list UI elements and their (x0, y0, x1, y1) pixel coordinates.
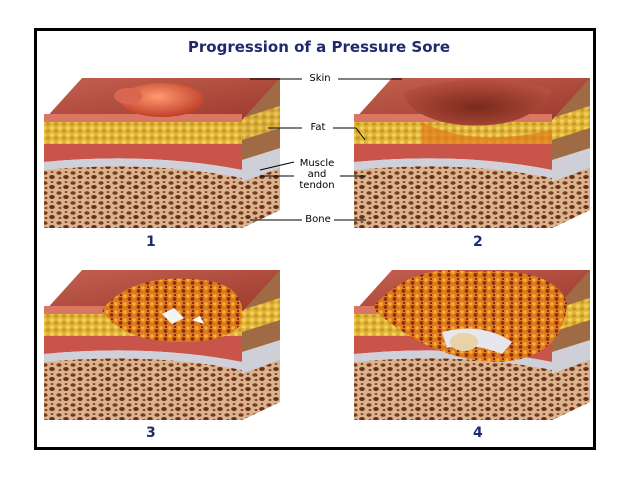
shallow-ulcer (402, 79, 552, 126)
label-skin: Skin (303, 73, 337, 84)
stage-number-1: 1 (146, 234, 156, 250)
label-muscle-line2: and (307, 169, 327, 180)
label-muscle-line1: Muscle (299, 158, 335, 169)
label-bone: Bone (302, 214, 334, 225)
stage-number-4: 4 (473, 425, 483, 441)
stage-number-3: 3 (146, 425, 156, 441)
label-fat: Fat (303, 122, 333, 133)
stage-2-illustration (354, 78, 590, 228)
stage-1-illustration (44, 78, 280, 228)
stage-number-2: 2 (473, 234, 483, 250)
stage-3-illustration (44, 270, 280, 420)
label-muscle-line3: tendon (299, 180, 335, 191)
tendon-layer (44, 158, 242, 178)
deep-wound-to-bone (372, 270, 567, 362)
figure-title: Progression of a Pressure Sore (187, 38, 451, 56)
fat-layer (44, 120, 242, 144)
reddened-skin-area (120, 83, 204, 117)
muscle-layer (44, 144, 242, 170)
stage-4-illustration (354, 270, 590, 420)
exposed-bone (450, 333, 478, 351)
label-muscle-and-tendon: Muscle and tendon (294, 158, 340, 191)
bone-layer (44, 166, 242, 228)
